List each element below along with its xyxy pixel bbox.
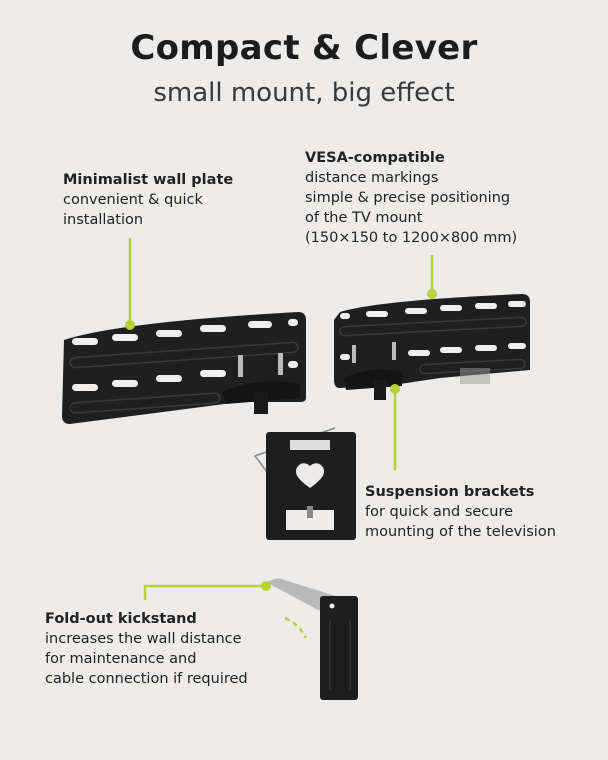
brackets-heading: Suspension brackets	[365, 484, 535, 500]
callout-dots	[125, 289, 437, 591]
kickstand-line: for maintenance and	[45, 651, 197, 667]
vesa-heading: VESA-compatible	[305, 150, 445, 166]
kickstand-line: increases the wall distance	[45, 631, 242, 647]
left-wall-plate	[62, 312, 306, 424]
page-subtitle: small mount, big effect	[153, 78, 455, 108]
vesa-line: simple & precise positioning	[305, 190, 511, 206]
page-title: Compact & Clever	[130, 28, 478, 68]
vesa-callout: VESA-compatible distance markings simple…	[305, 148, 517, 248]
right-wall-plate	[334, 294, 530, 400]
kickstand-callout: Fold-out kickstand increases the wall di…	[45, 609, 248, 689]
brackets-line: for quick and secure	[365, 504, 514, 520]
kickstand-fold-arc	[284, 616, 308, 639]
kickstand-heading: Fold-out kickstand	[45, 611, 197, 627]
callout-connectors	[128, 238, 434, 639]
vesa-line: (150×150 to 1200×800 mm)	[305, 230, 518, 246]
brackets-callout: Suspension brackets for quick and secure…	[365, 482, 556, 542]
suspension-bracket	[253, 427, 356, 540]
vesa-line: distance markings	[305, 170, 439, 186]
vesa-line: of the TV mount	[305, 210, 423, 226]
wall-plate-callout: Minimalist wall plate convenient & quick…	[63, 170, 233, 230]
brackets-line: mounting of the television	[365, 524, 556, 540]
kickstand-line: cable connection if required	[45, 671, 248, 687]
wall-plate-line: installation	[63, 212, 144, 228]
wall-plate-line: convenient & quick	[63, 192, 203, 208]
wall-plate-heading: Minimalist wall plate	[63, 172, 234, 188]
fold-out-kickstand	[266, 578, 358, 700]
kickstand-connector	[143, 584, 266, 600]
